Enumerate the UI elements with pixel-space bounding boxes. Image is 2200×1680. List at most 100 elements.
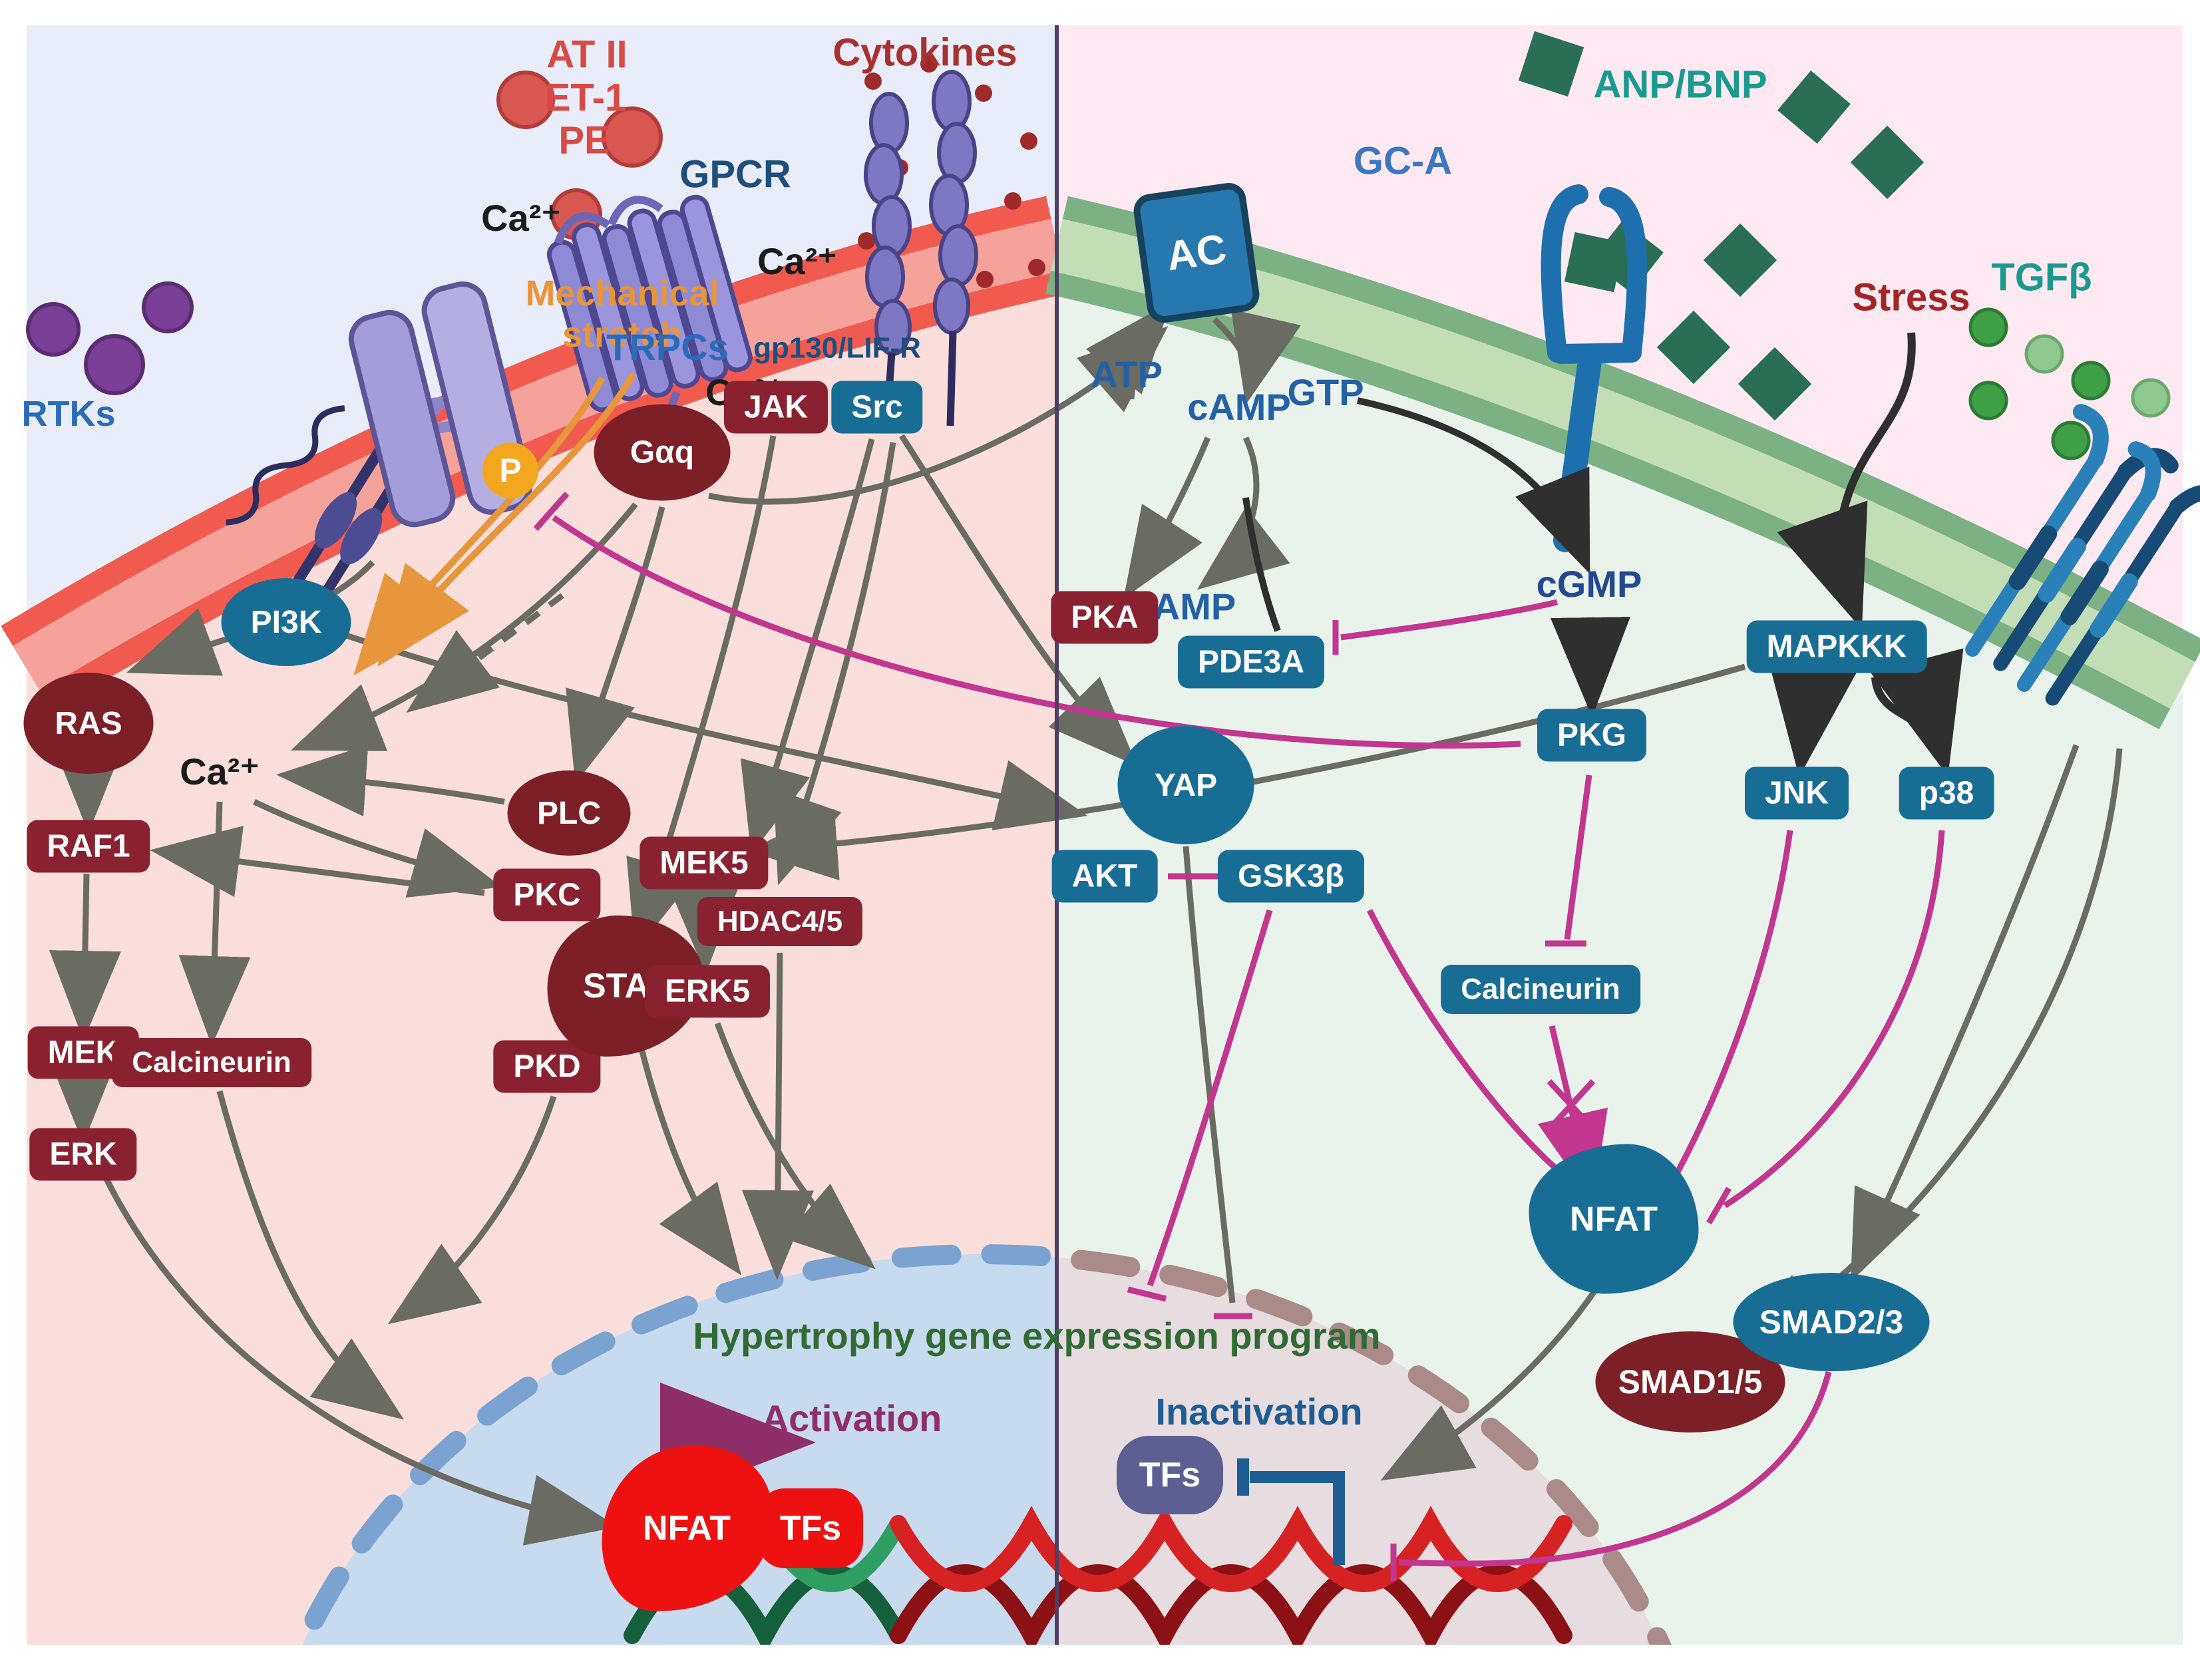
atp-label: ATP [1091,353,1163,395]
calcium-label-mid: Ca²⁺ [757,240,837,282]
et1-label: ET-1 [544,76,627,120]
line-pde3a-to-camp [1242,497,1281,632]
agonist-sphere [496,71,555,129]
trpcs-label: TRPCs [606,325,729,368]
rtks-label: RTKs [21,393,116,434]
arrow-mapkkk-to-jnk [1766,652,1862,777]
gtp-label: GTP [1287,371,1364,413]
erk-node: ERK [29,1128,137,1181]
pkg-node: PKG [1537,709,1647,762]
gp130-lifr-receptor [864,70,978,432]
inhibit-pkg-to-calcineurin [1564,774,1592,940]
agonist-sphere [602,106,663,168]
ac-node: AC [1131,180,1262,325]
tbar-nfat-p38 [1706,1186,1732,1225]
yap-node: YAP [1117,726,1254,844]
gaq-node: Gαq [594,404,731,501]
erk5-node: ERK5 [644,965,771,1018]
gpcr-label: GPCR [679,152,791,196]
inhibit-smad23-to-dna [1398,1371,1832,1567]
inhibit-p38-to-nfat [1723,830,1945,1208]
arrow-hdac45-to-nucleus [741,952,814,1280]
calcium-label-top: Ca²⁺ [481,196,561,239]
tgfb-receptors [1965,404,2200,706]
smad23-node: SMAD2/3 [1733,1273,1930,1371]
inhibit-jnk-to-nfat [1669,830,1793,1185]
raf1-node: RAF1 [27,820,150,873]
p38-node: p38 [1899,766,1994,820]
arrow-calcineurin-to-nucleus [216,1090,405,1420]
amp-label: AMP [1153,585,1236,627]
inhibit-cgmp-to-pde3a [1340,599,1558,641]
nuclear-envelope-left [291,1244,1057,1645]
calcineurin-left-node: Calcineurin [112,1038,311,1087]
plc-node: PLC [507,770,631,856]
anp-bnp-label: ANP/BNP [1593,63,1767,106]
gca-label: GC-A [1353,139,1453,183]
arrow-gtp-to-cgmp [1356,397,1590,574]
pka-node: PKA [1051,591,1159,644]
mechanical-stretch-arrows [353,372,637,676]
tfs-right-node: TFs [1117,1436,1223,1514]
inactivation-label: Inactivation [1155,1390,1363,1432]
tbar-p [533,492,570,531]
arrow-stat-to-nucleus [637,1042,741,1275]
dark-arrows [1242,332,1964,777]
inhibit-gsk3b-to-program [1147,909,1273,1287]
arrow-stretch-to-ras-2 [353,376,606,676]
camp-label: cAMP [1187,385,1291,428]
dna-strand-red-dark [890,1564,1572,1645]
arrow-camp-to-pka [1123,436,1211,599]
dna-strand-red-light [890,1506,1572,1592]
jnk-node: JNK [1744,766,1849,820]
inhibit-pkg-to-p [552,515,1521,749]
arrow-gaq-to-ca [290,502,638,751]
phosphate-node: P [482,442,538,498]
arrow-pi3k-to-ras-dashed [406,593,564,713]
hypertrophy-program-label: Hypertrophy gene expression program [693,1314,1381,1357]
activation-label: Activation [761,1397,942,1439]
pkc-node: PKC [493,868,601,922]
line-yap-to-nucleus [1183,846,1236,1303]
mechanical-stretch-label: Mechanical stretch [525,273,719,355]
tfs-left-node: TFs [758,1488,863,1568]
gp130-label: gp130/LIF-R [753,331,921,365]
tgfb-label: TGFβ [1991,255,2092,299]
ligands [26,31,2171,460]
nfat-right-node: NFAT [1529,1144,1699,1294]
akt-node: AKT [1051,850,1158,903]
x-mark [1547,1079,1596,1132]
arrow-erk5-to-nucleus [714,1022,876,1269]
growth-factor-sphere [26,302,81,357]
arrow-pkc-to-raf1 [150,826,485,898]
pe-label: PE [558,118,610,162]
inactivation-elbow [1250,1471,1345,1565]
growth-factor-sphere [142,281,194,333]
arrow-raf1-to-mek [49,873,121,1041]
src-node: Src [831,381,923,434]
receptors [226,70,2200,706]
calcineurin-right-node: Calcineurin [1441,965,1640,1014]
tbar-program [1127,1286,1167,1302]
jak-node: JAK [723,381,828,434]
calcium-label-cyto: Ca²⁺ [180,750,260,792]
arrow-ac-to-camp [1212,309,1301,405]
arrow-gaq-to-plc [566,506,665,784]
stress-label: Stress [1852,275,1970,319]
cgmp-label: cGMP [1536,562,1642,605]
hdac45-node: HDAC4/5 [697,897,863,946]
arrow-nfat-to-nucleus [1380,1285,1600,1481]
arrow-stress-to-mapkkk [1777,332,1916,629]
arrow-tgfbr-to-smad23 [1850,744,2080,1282]
arrow-plc-to-ca [276,745,505,817]
tgfb-spheres [1968,307,2171,460]
inhibit-gsk3b-to-nfat [1366,908,1567,1179]
gpcr-receptor [546,194,753,480]
mek5-node: MEK5 [640,836,769,890]
cytokines-label: Cytokines [832,31,1017,75]
cytokine-dots [858,55,1045,288]
gsk3b-node: GSK3β [1217,850,1365,903]
mapkkk-node: MAPKKK [1746,620,1927,673]
arrow-cgmp-to-pkg [1551,617,1630,717]
